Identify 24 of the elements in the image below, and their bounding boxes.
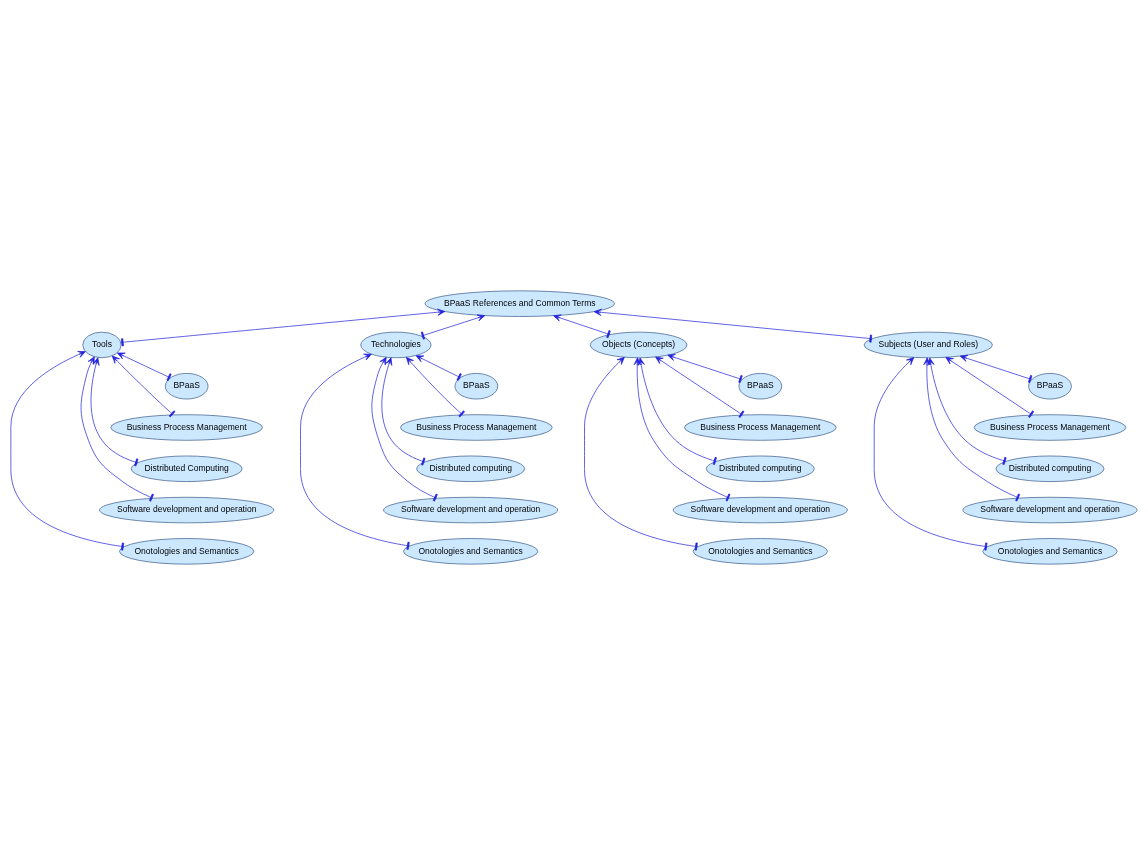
arrow: [959, 354, 1033, 383]
arrow: [405, 356, 465, 417]
arrow: [80, 355, 154, 501]
arrow: [923, 356, 1021, 501]
arrow: [584, 356, 698, 550]
arrow: [90, 356, 139, 466]
arrow: [371, 356, 438, 501]
arrow: [415, 354, 462, 381]
arrow: [111, 355, 176, 417]
arrow: [637, 357, 717, 465]
arrow: [633, 356, 731, 501]
arrow: [553, 314, 611, 338]
arrow: [945, 356, 1035, 418]
arrow: [381, 356, 426, 465]
arrow: [667, 353, 743, 383]
arrow: [120, 308, 446, 346]
arrow: [873, 356, 988, 550]
arrow: [593, 308, 873, 343]
arrow: [117, 352, 172, 381]
arrow: [10, 350, 125, 550]
arrow: [420, 313, 486, 339]
arrow: [300, 353, 410, 550]
arrow: [655, 356, 745, 418]
arrow: [927, 357, 1007, 465]
